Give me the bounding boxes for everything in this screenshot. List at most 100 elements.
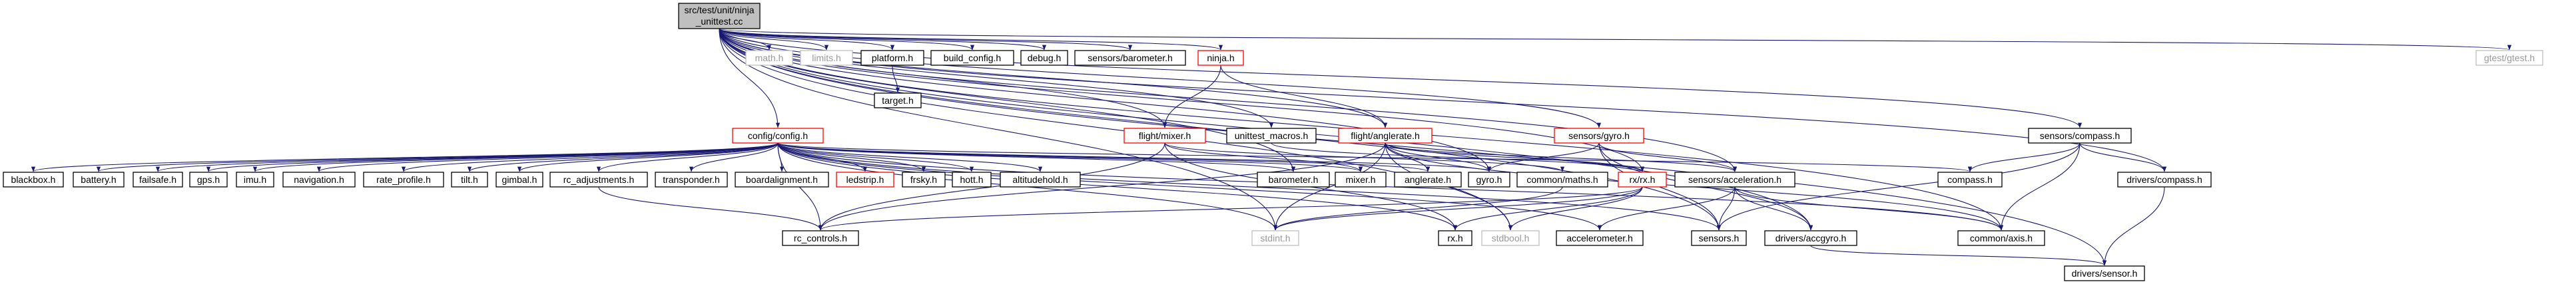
node-debug[interactable]: debug.h	[1020, 50, 1068, 66]
node-drivers-sensor[interactable]: drivers/sensor.h	[2064, 265, 2145, 281]
node-box	[1257, 172, 1330, 188]
edge-rx_rx-to-stdbool	[1508, 186, 1643, 231]
node-sensors-gyro[interactable]: sensors/gyro.h	[1554, 128, 1644, 144]
node-label: sensors/gyro.h	[1568, 130, 1630, 141]
edge-config-to-battery	[97, 142, 779, 172]
node-label: src/test/unit/ninja	[684, 5, 754, 15]
node-frsky[interactable]: frsky.h	[902, 172, 946, 188]
edge-line	[719, 28, 2082, 128]
edge-config-to-blackbox	[31, 142, 779, 172]
edge-line	[1220, 65, 1388, 128]
node-transponder[interactable]: transponder.h	[655, 172, 728, 188]
node-label: sensors.h	[1699, 233, 1740, 243]
node-rc-controls[interactable]: rc_controls.h	[782, 230, 859, 246]
edge-config-to-gyro	[777, 142, 1491, 172]
node-drivers-compass[interactable]: drivers/compass.h	[2117, 172, 2212, 188]
node-mixer[interactable]: mixer.h	[1335, 172, 1387, 188]
node-common-axis[interactable]: common/axis.h	[1957, 230, 2045, 246]
node-tilt[interactable]: tilt.h	[451, 172, 488, 188]
node-box	[282, 172, 356, 188]
node-ledstrip[interactable]: ledstrip.h	[836, 172, 894, 188]
node-accelerometer[interactable]: accelerometer.h	[1556, 230, 1644, 246]
node-barometer[interactable]: barometer.h	[1257, 172, 1330, 188]
edge-root-to-debug	[719, 28, 1046, 51]
edge-line	[892, 65, 900, 93]
node-rx-rx[interactable]: rx/rx.h	[1618, 172, 1667, 188]
node-label: gps.h	[197, 174, 220, 185]
node-anglerate[interactable]: anglerate.h	[1394, 172, 1462, 188]
node-label: config/config.h	[748, 130, 808, 141]
edge-line	[818, 186, 1643, 231]
node-label: hott.h	[960, 174, 983, 185]
node-boardalignment[interactable]: boardalignment.h	[735, 172, 829, 188]
edge-line	[1508, 186, 1643, 231]
node-label: common/axis.h	[1970, 233, 2033, 243]
node-label: common/maths.h	[1526, 174, 1598, 185]
node-box	[1020, 50, 1068, 66]
edge-root-to-stdint	[719, 28, 1278, 231]
node-common-maths[interactable]: common/maths.h	[1516, 172, 1608, 188]
edge-root-to-config	[719, 28, 781, 128]
node-sensors-acceleration[interactable]: sensors/acceleration.h	[1674, 172, 1795, 188]
node-build-config[interactable]: build_config.h	[930, 50, 1014, 66]
node-gyro[interactable]: gyro.h	[1468, 172, 1510, 188]
edge-line	[1273, 142, 1386, 231]
edge-flight_mixer-to-common_maths	[1164, 142, 1564, 172]
node-platform[interactable]: platform.h	[860, 50, 924, 66]
node-blackbox[interactable]: blackbox.h	[3, 172, 64, 188]
node-unittest-macros[interactable]: unittest_macros.h	[1226, 128, 1317, 144]
node-gimbal[interactable]: gimbal.h	[495, 172, 543, 188]
node-label: sensors/compass.h	[2040, 130, 2120, 141]
edge-line	[1598, 142, 1738, 172]
edge-config-to-transponder	[689, 142, 779, 172]
node-sensors-barometer[interactable]: sensors/barometer.h	[1074, 50, 1186, 66]
edge-line	[1486, 142, 1600, 172]
edge-line	[468, 142, 779, 172]
node-ninja[interactable]: ninja.h	[1197, 50, 1244, 66]
node-label: sensors/barometer.h	[1088, 53, 1173, 63]
node-label: navigation.h	[294, 174, 344, 185]
node-label: drivers/sensor.h	[2072, 268, 2138, 279]
node-sensors[interactable]: sensors.h	[1691, 230, 1747, 246]
edge-rx_rx-to-rx	[1452, 186, 1643, 231]
node-box	[1691, 230, 1747, 246]
node-drivers-accgyro[interactable]: drivers/accgyro.h	[1764, 230, 1857, 246]
edge-flight_anglerate-to-stdint	[1273, 142, 1386, 231]
node-altitudehold[interactable]: altitudehold.h	[1000, 172, 1081, 188]
edge-ninja-to-flight_anglerate	[1220, 65, 1388, 128]
edge-line	[777, 142, 1042, 172]
edge-line	[253, 142, 779, 172]
node-gps[interactable]: gps.h	[189, 172, 228, 188]
edge-line	[719, 28, 1132, 51]
node-box	[2028, 128, 2132, 144]
node-target[interactable]: target.h	[874, 92, 922, 108]
edge-line	[1385, 142, 1737, 172]
node-rx[interactable]: rx.h	[1438, 230, 1472, 246]
node-sensors-compass[interactable]: sensors/compass.h	[2028, 128, 2132, 144]
node-navigation[interactable]: navigation.h	[282, 172, 356, 188]
node-rc-adjustments[interactable]: rc_adjustments.h	[549, 172, 648, 188]
node-flight-mixer[interactable]: flight/mixer.h	[1124, 128, 1206, 144]
edge-line	[1273, 186, 1563, 231]
edge-config-to-barometer	[777, 142, 1295, 172]
edge-line	[1597, 186, 1736, 231]
node-imu[interactable]: imu.h	[236, 172, 274, 188]
node-label: debug.h	[1028, 53, 1062, 63]
node-root[interactable]: src/test/unit/ninja_unittest.cc	[678, 3, 761, 29]
node-box	[678, 3, 761, 29]
node-box	[952, 172, 992, 188]
node-config[interactable]: config/config.h	[732, 128, 824, 144]
node-failsafe[interactable]: failsafe.h	[133, 172, 183, 188]
node-battery[interactable]: battery.h	[73, 172, 125, 188]
edge-rx_rx-to-rc_controls	[818, 186, 1643, 231]
node-flight-anglerate[interactable]: flight/anglerate.h	[1338, 128, 1433, 144]
node-compass[interactable]: compass.h	[1937, 172, 2003, 188]
node-hott[interactable]: hott.h	[952, 172, 992, 188]
edge-flight_anglerate-to-sensors_acceleration	[1385, 142, 1737, 172]
edge-config-to-imu	[253, 142, 779, 172]
node-label: failsafe.h	[139, 174, 176, 185]
node-rate-profile[interactable]: rate_profile.h	[363, 172, 444, 188]
edge-config-to-failsafe	[156, 142, 779, 172]
node-box	[735, 172, 829, 188]
